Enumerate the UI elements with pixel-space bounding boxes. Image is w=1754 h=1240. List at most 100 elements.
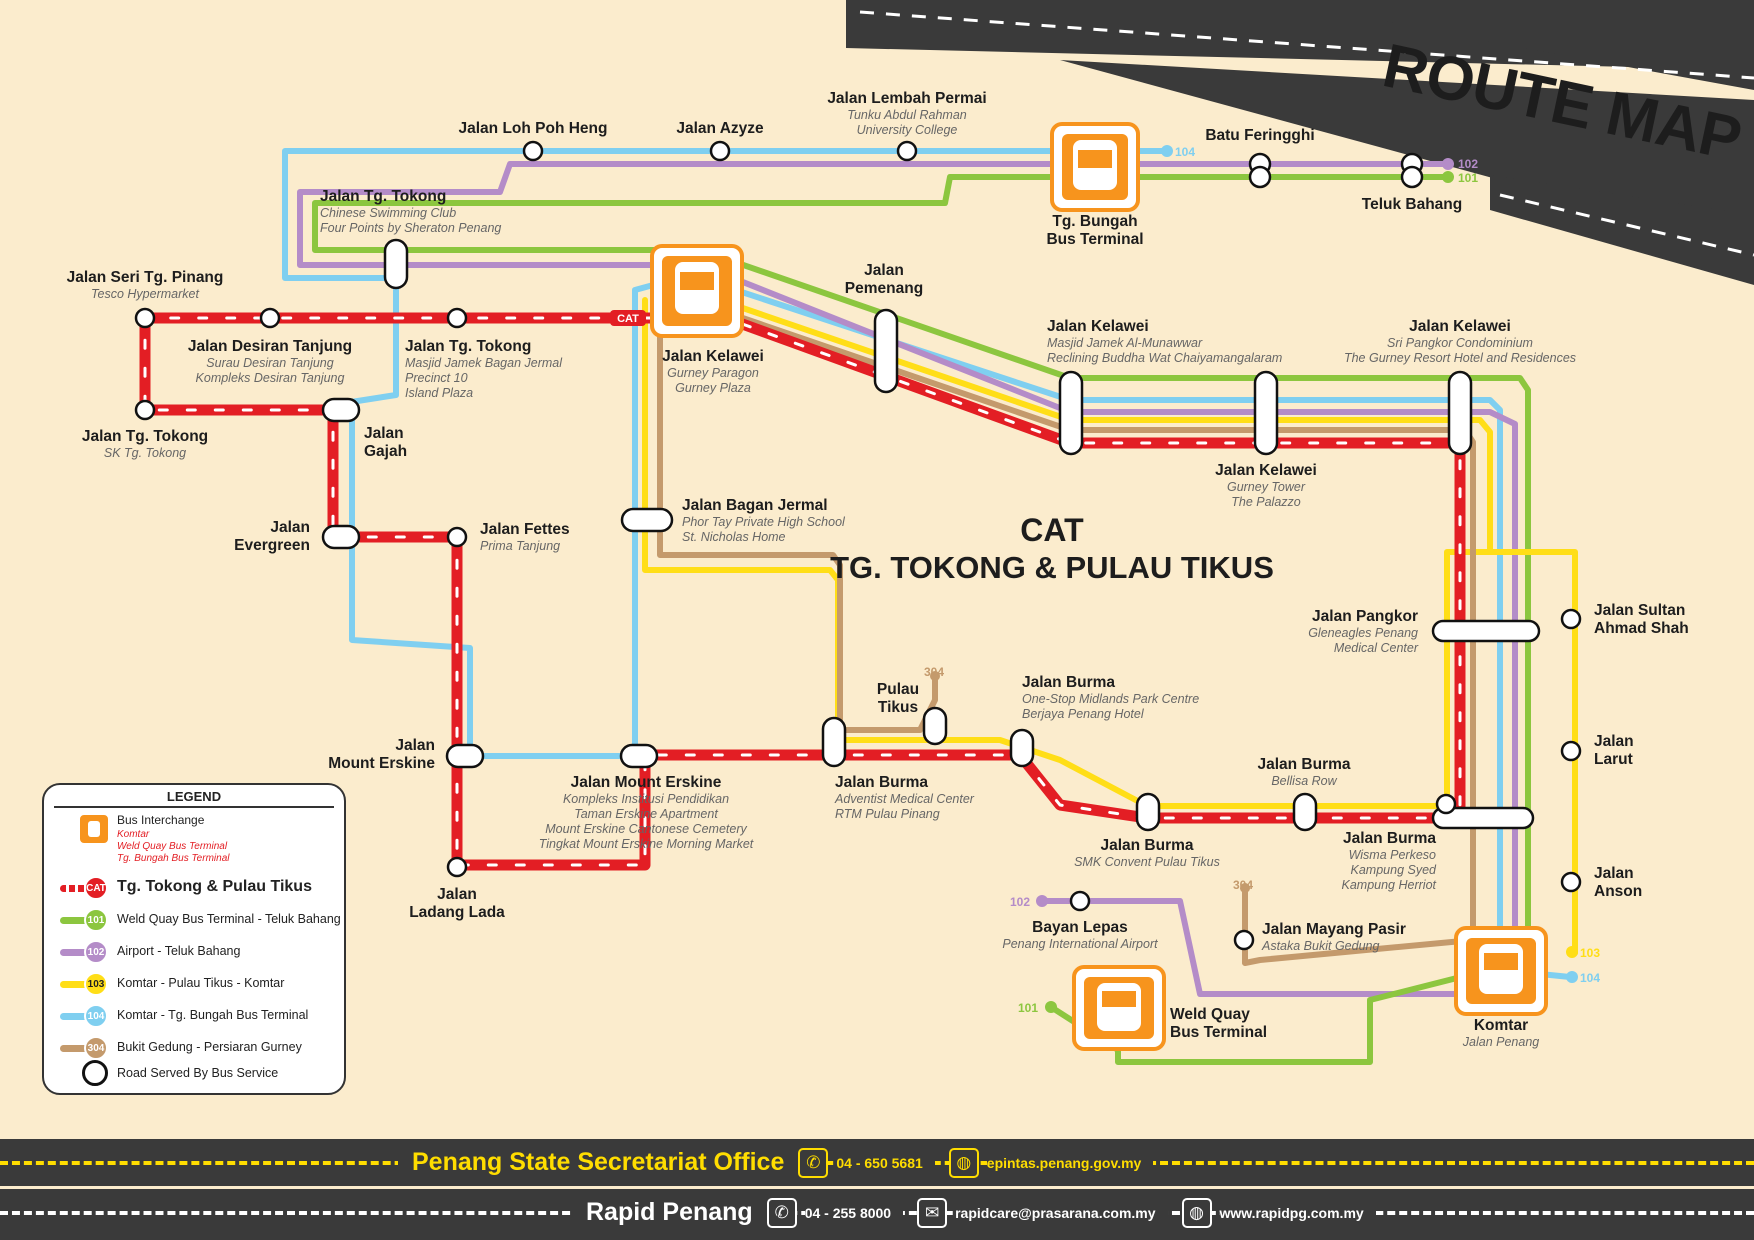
stop-name: Jalan Bagan Jermal: [682, 497, 828, 514]
stop-name: Jalan Loh Poh Heng: [459, 120, 608, 137]
stop-name: Bus Terminal: [1170, 1024, 1267, 1041]
stop-name: Jalan Burma: [835, 774, 928, 791]
legend-route-line: [60, 981, 100, 988]
stop-landmark: Kampung Herriot: [1342, 878, 1437, 892]
stop-name: Jalan: [270, 519, 310, 536]
globe-icon: ◍: [1181, 1197, 1212, 1228]
route-304-line: [657, 292, 1476, 966]
stop-landmark: SMK Convent Pulau Tikus: [1074, 855, 1220, 869]
stop-name: Jalan Kelawei: [662, 348, 764, 365]
road-decoration: [846, 0, 1754, 285]
legend-route-label: Airport - Teluk Bahang: [117, 944, 241, 958]
footer-org-2: Rapid Penang: [572, 1198, 767, 1227]
stop-landmark: Prima Tanjung: [480, 539, 560, 553]
tag-102-top: 102: [1458, 157, 1478, 171]
stop-landmark: Precinct 10: [405, 371, 468, 385]
tag-304-mayang: 304: [1233, 878, 1253, 892]
stop-landmark: St. Nicholas Home: [682, 530, 786, 544]
stop-name: Anson: [1594, 883, 1642, 900]
legend-route-badge: CAT: [84, 876, 108, 900]
footer-web-2[interactable]: www.rapidpg.com.my: [1219, 1204, 1376, 1221]
stop-name: Jalan Mayang Pasir: [1262, 921, 1406, 938]
stop-landmark: Gurney Tower: [1227, 480, 1306, 494]
stop-landmark: Tesco Hypermarket: [91, 287, 199, 301]
legend-route-badge: 101: [84, 908, 108, 932]
phone-icon: ✆: [766, 1197, 797, 1228]
stop-name: Jalan Sultan: [1594, 602, 1685, 619]
stop-landmark: RTM Pulau Pinang: [835, 807, 940, 821]
stop-name: Jalan Kelawei: [1047, 318, 1149, 335]
center-title-line2: TG. TOKONG & PULAU TIKUS: [830, 550, 1274, 585]
stop-name: Bayan Lepas: [1032, 919, 1128, 936]
globe-icon: ◍: [948, 1147, 979, 1178]
legend-interchange-places: Komtar Weld Quay Bus Terminal Tg. Bungah…: [117, 829, 229, 865]
stop-name: Bus Terminal: [1046, 231, 1143, 248]
stop-name: Pulau: [877, 681, 919, 698]
stop-name: Jalan Tg. Tokong: [405, 338, 531, 355]
footer-phone-2[interactable]: 04 - 255 8000: [804, 1204, 904, 1221]
legend-road-marker: [82, 1060, 108, 1086]
legend-route-badge: 103: [84, 972, 108, 996]
legend-route-line: [60, 949, 100, 956]
stop-landmark: Masjid Jamek Al-Munawwar: [1047, 336, 1203, 350]
stop-landmark: Berjaya Penang Hotel: [1022, 707, 1145, 721]
stop-landmark: Phor Tay Private High School: [682, 515, 846, 529]
footer-web-1[interactable]: epintas.penang.gov.my: [986, 1154, 1154, 1171]
legend-route-label: Weld Quay Bus Terminal - Teluk Bahang: [117, 912, 341, 926]
legend-route-badge: 304: [84, 1036, 108, 1060]
stop-landmark: Tunku Abdul Rahman: [847, 108, 967, 122]
stop-name: Jalan Burma: [1100, 837, 1193, 854]
stop-landmark: Gleneagles Penang: [1308, 626, 1418, 640]
stop-name: Pemenang: [845, 280, 923, 297]
footer-phone-1[interactable]: 04 - 650 5681: [836, 1154, 935, 1171]
legend-place: Tg. Bungah Bus Terminal: [117, 853, 230, 864]
legend-route-badge: 102: [84, 940, 108, 964]
stop-landmark: Sri Pangkor Condominium: [1387, 336, 1533, 350]
stop-name: Jalan Fettes: [480, 521, 570, 538]
stop-landmark: Bellisa Row: [1271, 774, 1337, 788]
stop-landmark: The Palazzo: [1231, 495, 1301, 509]
stop-name: Weld Quay: [1170, 1006, 1250, 1023]
stop-landmark: Reclining Buddha Wat Chaiyamangalaram: [1047, 351, 1282, 365]
footer-org-1: Penang State Secretariat Office: [398, 1148, 799, 1177]
legend-route-badge: 104: [84, 1004, 108, 1028]
legend-interchange-label: Bus Interchange: [117, 813, 205, 827]
footer-bar-2: Rapid Penang ✆ 04 - 255 8000 ✉ rapidcare…: [0, 1189, 1754, 1240]
mail-icon: ✉: [917, 1197, 948, 1228]
tag-304-pulau-tikus: 304: [924, 665, 944, 679]
legend-route-line: [60, 917, 100, 924]
bus-interchange-icon: [1050, 122, 1140, 212]
stop-landmark: Wisma Perkeso: [1349, 848, 1436, 862]
stop-name: Batu Feringghi: [1205, 127, 1314, 144]
stop-landmark: SK Tg. Tokong: [104, 446, 186, 460]
stop-name: Jalan Seri Tg. Pinang: [67, 269, 224, 286]
bus-interchange-icon: [1454, 926, 1548, 1016]
legend-route-line: [60, 885, 100, 892]
tag-101-weld: 101: [1018, 1001, 1038, 1015]
stop-name: Jalan Lembah Permai: [827, 90, 986, 107]
footer-bar-1: Penang State Secretariat Office ✆ 04 - 6…: [0, 1139, 1754, 1186]
center-title-line1: CAT: [1020, 512, 1084, 548]
stop-landmark: Kompleks Desiran Tanjung: [196, 371, 345, 385]
stop-landmark: One-Stop Midlands Park Centre: [1022, 692, 1199, 706]
stop-name: Jalan Burma: [1257, 756, 1350, 773]
tag-103-komtar: 103: [1580, 946, 1600, 960]
legend-route-line: [60, 1045, 100, 1052]
legend-route-label: Komtar - Pulau Tikus - Komtar: [117, 976, 285, 990]
legend-road-label: Road Served By Bus Service: [117, 1066, 279, 1080]
stop-name: Jalan Pangkor: [1312, 608, 1418, 625]
stop-name: Mount Erskine: [328, 755, 435, 772]
stop-name: Larut: [1594, 751, 1633, 768]
stop-landmark: Medical Center: [1334, 641, 1419, 655]
stop-landmark: Tingkat Mount Erskine Morning Market: [539, 837, 754, 851]
legend-route-label: Tg. Tokong & Pulau Tikus: [117, 878, 312, 895]
stop-name: Jalan Burma: [1343, 830, 1436, 847]
stop-landmark: Astaka Bukit Gedung: [1261, 939, 1379, 953]
stop-name: Ladang Lada: [409, 904, 505, 921]
footer-email-2[interactable]: rapidcare@prasarana.com.my: [955, 1204, 1168, 1221]
stop-landmark: Adventist Medical Center: [834, 792, 975, 806]
stop-name: Evergreen: [234, 537, 310, 554]
cat-tag: CAT: [617, 313, 639, 325]
